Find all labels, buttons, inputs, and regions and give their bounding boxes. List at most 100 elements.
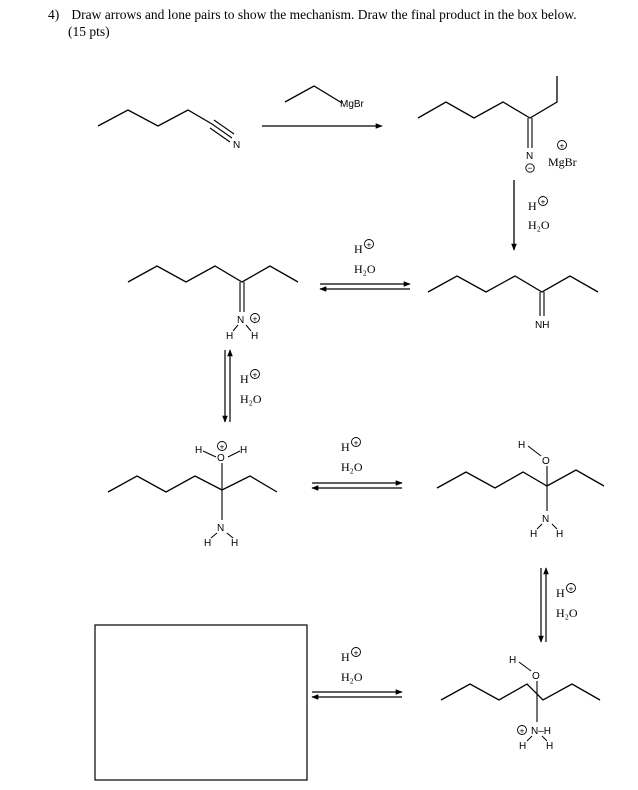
nh-bond-left — [210, 532, 218, 539]
acid-label: H — [528, 199, 537, 213]
grignard-mgbr-label: MgBr — [340, 99, 365, 110]
plus-charge-icon — [538, 196, 548, 206]
carbinolamine: O H N H H — [436, 440, 605, 540]
question-points: (15 pts) — [68, 24, 110, 39]
plus-sign: + — [354, 647, 359, 657]
acid-label: H — [341, 650, 350, 664]
oxonium-o-label: O — [217, 453, 225, 464]
imine-nh-label: NH — [535, 320, 549, 331]
acid-label: H — [354, 242, 363, 256]
plus-sign: + — [520, 725, 525, 735]
ammonium-h-left: H — [519, 741, 526, 752]
plus-charge-icon — [217, 441, 227, 451]
plus-sign: + — [253, 313, 258, 323]
question-prompt: Draw arrows and lone pairs to show the m… — [71, 7, 577, 22]
plus-sign: + — [253, 369, 258, 379]
oxonium-intermediate: O + H H N H H — [107, 441, 278, 549]
iminium-ion: N + H H — [127, 265, 299, 342]
oxonium-chain — [107, 475, 278, 493]
ethyl-chain — [284, 85, 343, 104]
carbinolamine-h-right: H — [556, 529, 563, 540]
iminium-n-label: N — [237, 315, 244, 326]
iminium-chain — [127, 265, 299, 283]
plus-charge-icon — [351, 647, 361, 657]
water-label: H₂O — [528, 218, 550, 232]
plus-sign: + — [367, 239, 372, 249]
grignard-reagent: MgBr — [284, 85, 365, 110]
equilibrium-arrows-step-3 — [319, 281, 411, 292]
amine-n-label: N — [217, 523, 224, 534]
triple-bond-b — [209, 127, 231, 143]
imine: NH — [427, 275, 599, 331]
oh-bond-right — [227, 450, 241, 458]
ammonium-carbinol: O H + N–H H H — [440, 655, 601, 752]
ammonium-carbinol-oh-h: H — [509, 655, 516, 666]
amine-h-left: H — [204, 538, 211, 549]
plus-charge-icon — [557, 140, 567, 150]
plus-sign: + — [569, 583, 574, 593]
reagent-acid-water-1: H + H₂O — [528, 196, 550, 232]
triple-bond-a — [211, 123, 233, 139]
ammonium-h-right: H — [546, 741, 553, 752]
acid-label: H — [240, 372, 249, 386]
imine-salt-n-label: N — [526, 151, 533, 162]
water-label: H₂O — [240, 392, 262, 406]
reagent-acid-water-4: H + H₂O — [341, 437, 363, 474]
minus-charge-icon — [525, 163, 535, 173]
oh-bond — [527, 445, 542, 457]
plus-charge-icon — [250, 313, 260, 323]
water-label: H₂O — [341, 670, 363, 684]
nh-bond-left — [526, 735, 533, 742]
ammonium-n-h-label: N–H — [531, 726, 551, 737]
ammonium-carbinol-o-label: O — [532, 671, 540, 682]
question-number: 4) — [48, 7, 60, 22]
water-label: H₂O — [354, 262, 376, 276]
reagent-acid-water-5: H + H₂O — [556, 583, 578, 620]
equilibrium-arrows-step-5 — [311, 480, 403, 491]
water-label: H₂O — [341, 460, 363, 474]
plus-charge-icon — [364, 239, 374, 249]
imine-salt-mgbr-label: MgBr — [548, 155, 577, 169]
carbinolamine-oh-h: H — [518, 440, 525, 451]
nitrile-n-label: N — [233, 140, 240, 151]
minus-sign: − — [528, 163, 533, 173]
water-label: H₂O — [556, 606, 578, 620]
iminium-h-left: H — [226, 331, 233, 342]
reagent-acid-water-3: H + H₂O — [240, 369, 262, 406]
nh-bond-right — [226, 532, 234, 539]
imine-magnesium-salt: N − + MgBr — [417, 76, 577, 173]
oxonium-h-left: H — [195, 445, 202, 456]
equilibrium-arrows-step-6 — [538, 567, 549, 643]
oh-bond — [518, 661, 532, 672]
plus-charge-icon — [517, 725, 527, 735]
acid-label: H — [556, 586, 565, 600]
reagent-acid-water-6: H + H₂O — [341, 647, 363, 684]
imine-salt-chain — [417, 76, 558, 119]
reagent-acid-water-2: H + H₂O — [354, 239, 376, 276]
triple-bond-c — [213, 119, 235, 135]
carbinolamine-o-label: O — [542, 456, 550, 467]
plus-charge-icon — [351, 437, 361, 447]
nh-bond-right — [541, 735, 548, 742]
nitrile-chain — [97, 109, 213, 127]
iminium-nh-bond-left — [232, 324, 239, 332]
equilibrium-arrows-step-4 — [222, 349, 233, 423]
iminium-h-right: H — [251, 331, 258, 342]
plus-charge-icon — [566, 583, 576, 593]
equilibrium-arrows-step-7 — [311, 689, 403, 700]
plus-sign: + — [541, 196, 546, 206]
plus-sign: + — [220, 441, 225, 451]
final-product-answer-box[interactable] — [94, 624, 308, 781]
imine-chain — [427, 275, 599, 293]
nh-bond-right — [551, 523, 558, 530]
carbinolamine-h-left: H — [530, 529, 537, 540]
pentanenitrile: N — [97, 109, 240, 151]
acid-label: H — [341, 440, 350, 454]
ammonium-carbinol-chain — [440, 683, 601, 701]
plus-charge-icon — [250, 369, 260, 379]
oh-bond-left — [202, 450, 217, 458]
carbinolamine-chain — [436, 469, 605, 489]
carbinolamine-n-label: N — [542, 514, 549, 525]
nh-bond-left — [536, 523, 543, 530]
